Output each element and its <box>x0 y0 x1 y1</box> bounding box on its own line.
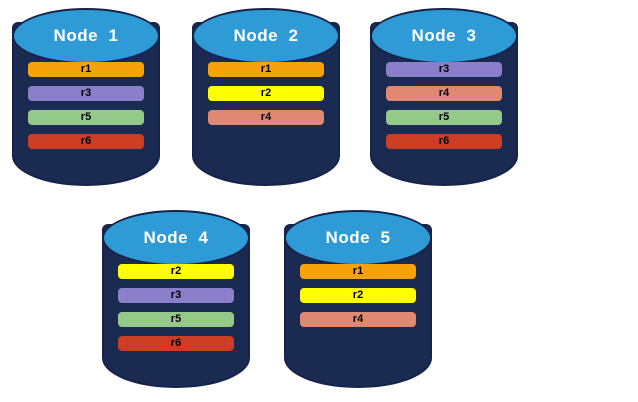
record-bar: r3 <box>28 86 144 101</box>
record-list: r1 r2 r4 <box>208 62 324 125</box>
cylinder-top-ellipse <box>12 8 160 64</box>
record-list: r1 r2 r4 <box>300 264 416 327</box>
node-2: Node 2 r1 r2 r4 <box>192 8 340 186</box>
record-bar: r5 <box>118 312 234 327</box>
record-bar: r6 <box>28 134 144 149</box>
node-label: Node 5 <box>325 228 391 247</box>
record-bar: r5 <box>28 110 144 125</box>
record-bar: r3 <box>118 288 234 303</box>
record-bar: r2 <box>208 86 324 101</box>
record-list: r3 r4 r5 r6 <box>386 62 502 149</box>
record-bar: r4 <box>208 110 324 125</box>
record-bar: r2 <box>300 288 416 303</box>
node-label: Node 1 <box>53 26 119 45</box>
node-label: Node 2 <box>233 26 299 45</box>
node-4: Node 4 r2 r3 r5 r6 <box>102 210 250 388</box>
record-bar: r3 <box>386 62 502 77</box>
record-bar: r5 <box>386 110 502 125</box>
node-5: Node 5 r1 r2 r4 <box>284 210 432 388</box>
record-bar: r1 <box>300 264 416 279</box>
record-bar: r1 <box>208 62 324 77</box>
cylinder-top-ellipse <box>102 210 250 266</box>
node-label: Node 4 <box>143 228 209 247</box>
node-3: Node 3 r3 r4 r5 r6 <box>370 8 518 186</box>
record-list: r2 r3 r5 r6 <box>118 264 234 351</box>
record-bar: r1 <box>28 62 144 77</box>
record-bar: r2 <box>118 264 234 279</box>
record-bar: r4 <box>300 312 416 327</box>
record-bar: r6 <box>386 134 502 149</box>
cylinder-top-ellipse <box>192 8 340 64</box>
node-label: Node 3 <box>411 26 477 45</box>
record-bar: r6 <box>118 336 234 351</box>
record-list: r1 r3 r5 r6 <box>28 62 144 149</box>
record-bar: r4 <box>386 86 502 101</box>
node-1: Node 1 r1 r3 r5 r6 <box>12 8 160 186</box>
